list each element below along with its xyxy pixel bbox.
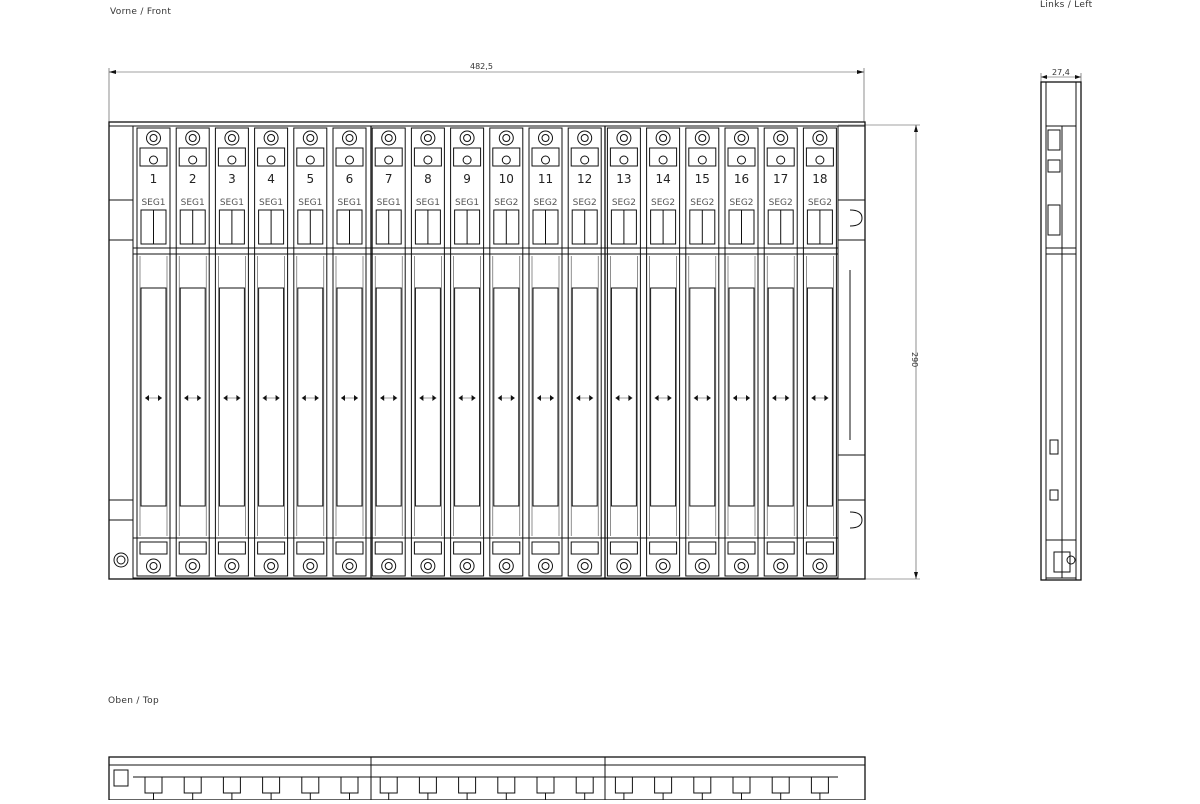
slot-number: 9 — [463, 172, 471, 186]
segment-label: SEG2 — [769, 198, 793, 208]
segment-label: SEG1 — [377, 198, 401, 208]
top-connector — [262, 776, 281, 794]
segment-label: SEG2 — [533, 198, 557, 208]
top-connector — [301, 776, 320, 794]
top-view-label: Oben / Top — [108, 696, 159, 706]
segment-label: SEG1 — [181, 198, 205, 208]
slot-number: 2 — [189, 172, 197, 186]
segment-label: SEG2 — [808, 198, 832, 208]
slot-number: 7 — [385, 172, 393, 186]
slot-number: 18 — [812, 172, 827, 186]
slot-number: 16 — [734, 172, 749, 186]
slot-number: 1 — [150, 172, 158, 186]
top-view — [108, 756, 866, 801]
top-connector — [183, 776, 202, 794]
top-connector — [575, 776, 594, 794]
width-dimension-value: 482,5 — [470, 62, 493, 71]
depth-dimension-value: 27,4 — [1052, 68, 1070, 77]
top-connector — [144, 776, 163, 794]
left-view-label: Links / Left — [1040, 0, 1093, 10]
top-view-connectors — [144, 776, 829, 800]
slot-number: 6 — [346, 172, 354, 186]
segment-label: SEG1 — [141, 198, 165, 208]
segment-label: SEG2 — [729, 198, 753, 208]
top-connector — [614, 776, 633, 794]
slot-number: 15 — [695, 172, 710, 186]
top-connector — [693, 776, 712, 794]
segment-label: SEG2 — [573, 198, 597, 208]
slot-group: 1SEG12SEG13SEG14SEG15SEG16SEG17SEG18SEG1… — [136, 127, 837, 577]
left-view: 27,4 — [1040, 68, 1082, 581]
slot-number: 4 — [267, 172, 275, 186]
slot-number: 8 — [424, 172, 432, 186]
slot-number: 14 — [655, 172, 670, 186]
segment-label: SEG1 — [259, 198, 283, 208]
slot-number: 5 — [306, 172, 314, 186]
slot-number: 17 — [773, 172, 788, 186]
top-connector — [497, 776, 516, 794]
top-connector — [810, 776, 829, 794]
segment-label: SEG1 — [220, 198, 244, 208]
top-connector — [418, 776, 437, 794]
front-view-label: Vorne / Front — [110, 7, 171, 17]
segment-label: SEG1 — [298, 198, 322, 208]
top-connector — [222, 776, 241, 794]
slot-number: 12 — [577, 172, 592, 186]
height-dimension-value: 290 — [910, 352, 919, 367]
slot-number: 3 — [228, 172, 236, 186]
top-connector — [771, 776, 790, 794]
top-connector — [340, 776, 359, 794]
segment-label: SEG2 — [690, 198, 714, 208]
top-connector — [732, 776, 751, 794]
front-view: 482,5 290 — [108, 62, 920, 580]
segment-label: SEG2 — [494, 198, 518, 208]
segment-label: SEG1 — [337, 198, 361, 208]
segment-label: SEG1 — [416, 198, 440, 208]
segment-label: SEG1 — [455, 198, 479, 208]
top-connector — [458, 776, 477, 794]
top-connector — [654, 776, 673, 794]
top-connector — [379, 776, 398, 794]
slot-number: 10 — [499, 172, 514, 186]
slot-number: 11 — [538, 172, 553, 186]
width-dimension: 482,5 — [108, 62, 865, 122]
segment-label: SEG2 — [651, 198, 675, 208]
slot-number: 13 — [616, 172, 631, 186]
segment-label: SEG2 — [612, 198, 636, 208]
top-connector — [536, 776, 555, 794]
depth-dimension: 27,4 — [1040, 68, 1082, 120]
